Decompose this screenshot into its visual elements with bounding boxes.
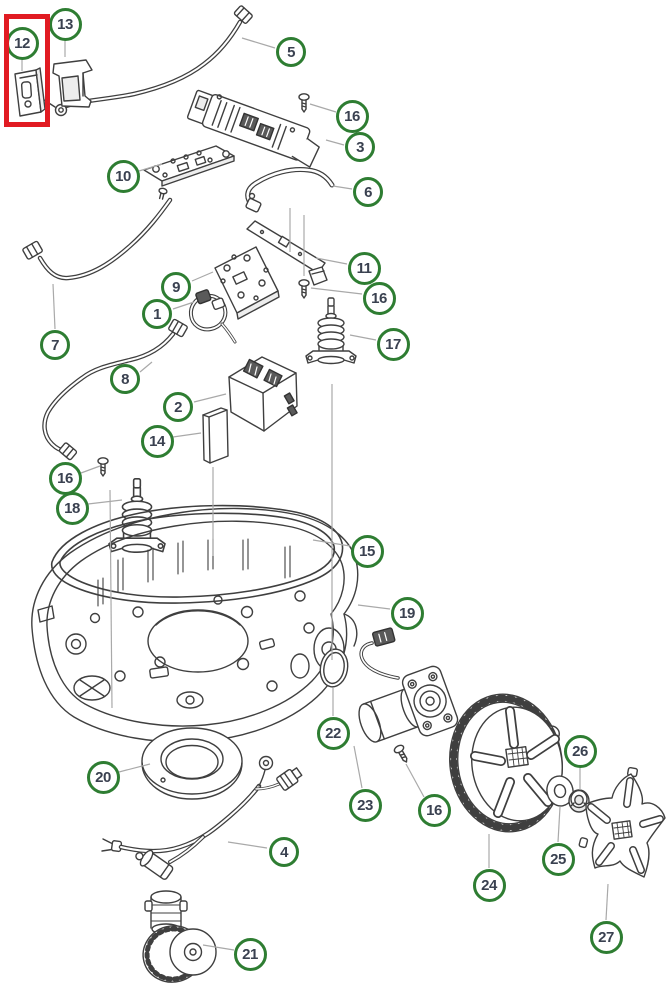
part-drawing-26-nut: [568, 789, 590, 813]
part-drawing-16-screw: [298, 279, 310, 299]
part-drawing-16-screw: [97, 457, 109, 477]
leader-line-3: [325, 139, 345, 146]
callout-part-6[interactable]: 6: [353, 177, 383, 207]
leader-line-23: [353, 745, 363, 789]
callout-part-13[interactable]: 13: [48, 7, 82, 41]
callout-part-21[interactable]: 21: [233, 937, 267, 971]
callout-part-2[interactable]: 2: [163, 392, 193, 422]
callout-part-16[interactable]: 16: [48, 461, 82, 495]
callout-part-16[interactable]: 16: [335, 99, 369, 133]
leader-line-16: [309, 103, 337, 113]
part-drawing-23-wheel-motor: [358, 627, 459, 743]
leader-line-2: [193, 393, 227, 403]
callout-part-24[interactable]: 24: [472, 868, 506, 902]
callout-part-20[interactable]: 20: [86, 760, 120, 794]
part-drawing-21-caster-wheel: [142, 890, 217, 983]
part-drawing-1-harness: [188, 289, 237, 344]
part-drawing-25-washer: [546, 775, 574, 807]
part-drawing-13-bracket: [52, 59, 93, 108]
callout-part-26[interactable]: 26: [563, 734, 597, 768]
leader-line-10: [138, 163, 163, 172]
part-drawing-17-damper: [305, 297, 357, 365]
leader-line-16: [310, 287, 363, 295]
leader-line-11: [315, 257, 348, 265]
part-drawing-7-cable: [22, 197, 173, 281]
leader-line-16: [80, 465, 101, 474]
callout-part-22[interactable]: 22: [316, 716, 350, 750]
callout-part-8[interactable]: 8: [110, 364, 140, 394]
leader-line-16: [405, 763, 425, 798]
part-drawing-2-control-unit: [228, 356, 298, 432]
leader-lines-layer: [21, 37, 609, 951]
callout-part-17[interactable]: 17: [376, 327, 410, 361]
callout-part-25[interactable]: 25: [541, 842, 575, 876]
leader-line-8: [139, 361, 153, 373]
leader-line-21: [202, 944, 235, 951]
callout-part-14[interactable]: 14: [140, 424, 174, 458]
leader-line-6: [332, 185, 353, 190]
part-drawing-22-oring: [319, 648, 349, 688]
leader-line-17: [349, 334, 377, 341]
leader-line-9: [191, 271, 214, 282]
part-drawing-14-foam-block: [202, 407, 229, 464]
callout-part-7[interactable]: 7: [40, 330, 70, 360]
leader-line-25: [557, 806, 561, 843]
callout-part-16[interactable]: 16: [362, 281, 396, 315]
leader-line-7: [52, 283, 56, 330]
callout-part-10[interactable]: 10: [106, 159, 140, 193]
part-drawing-12-sensor: [14, 67, 46, 117]
callout-part-5[interactable]: 5: [276, 37, 306, 67]
callout-part-23[interactable]: 23: [348, 788, 382, 822]
part-drawing-3-connector-block: [186, 89, 320, 168]
callout-part-15[interactable]: 15: [350, 534, 384, 568]
callout-part-3[interactable]: 3: [345, 132, 375, 162]
part-drawing-16-screw: [393, 744, 408, 763]
leader-line-18: [87, 499, 123, 505]
highlight-box: [4, 14, 50, 127]
part-drawing-9-pcb: [214, 246, 280, 320]
callout-part-16[interactable]: 16: [417, 793, 451, 827]
part-drawing-18-damper: [108, 478, 166, 553]
leader-line-19: [357, 604, 391, 610]
leader-line-15: [312, 539, 351, 547]
callout-part-11[interactable]: 11: [347, 251, 381, 285]
part-drawing-11-strip: [246, 220, 328, 286]
leader-line-1: [172, 301, 195, 310]
part-drawing-20-ring: [141, 727, 243, 800]
part-drawing-24-wheel: [449, 693, 563, 833]
part-drawing-4-harness: [101, 755, 303, 880]
part-drawing-6-bracket: [245, 167, 335, 213]
callout-part-18[interactable]: 18: [55, 491, 89, 525]
callout-part-19[interactable]: 19: [390, 596, 424, 630]
callout-part-4[interactable]: 4: [269, 837, 299, 867]
leader-line-27: [605, 883, 609, 921]
part-drawing-19-chassis: [31, 507, 359, 743]
part-drawing-10-pcb: [143, 145, 235, 200]
part-drawing-8-cable: [42, 318, 188, 461]
callout-part-27[interactable]: 27: [589, 920, 623, 954]
leader-line-4: [227, 841, 268, 849]
part-drawing-16-screw: [298, 93, 310, 113]
leader-line-5: [241, 37, 276, 49]
leader-line-20: [118, 763, 151, 773]
leader-line-14: [172, 432, 202, 438]
part-drawing-15-gasket: [50, 504, 344, 604]
callout-part-1[interactable]: 1: [142, 299, 172, 329]
assembly-line: [109, 489, 113, 709]
callout-part-9[interactable]: 9: [161, 272, 191, 302]
part-drawing-27-hub-cap: [578, 766, 666, 878]
callout-part-12[interactable]: 12: [5, 26, 39, 60]
